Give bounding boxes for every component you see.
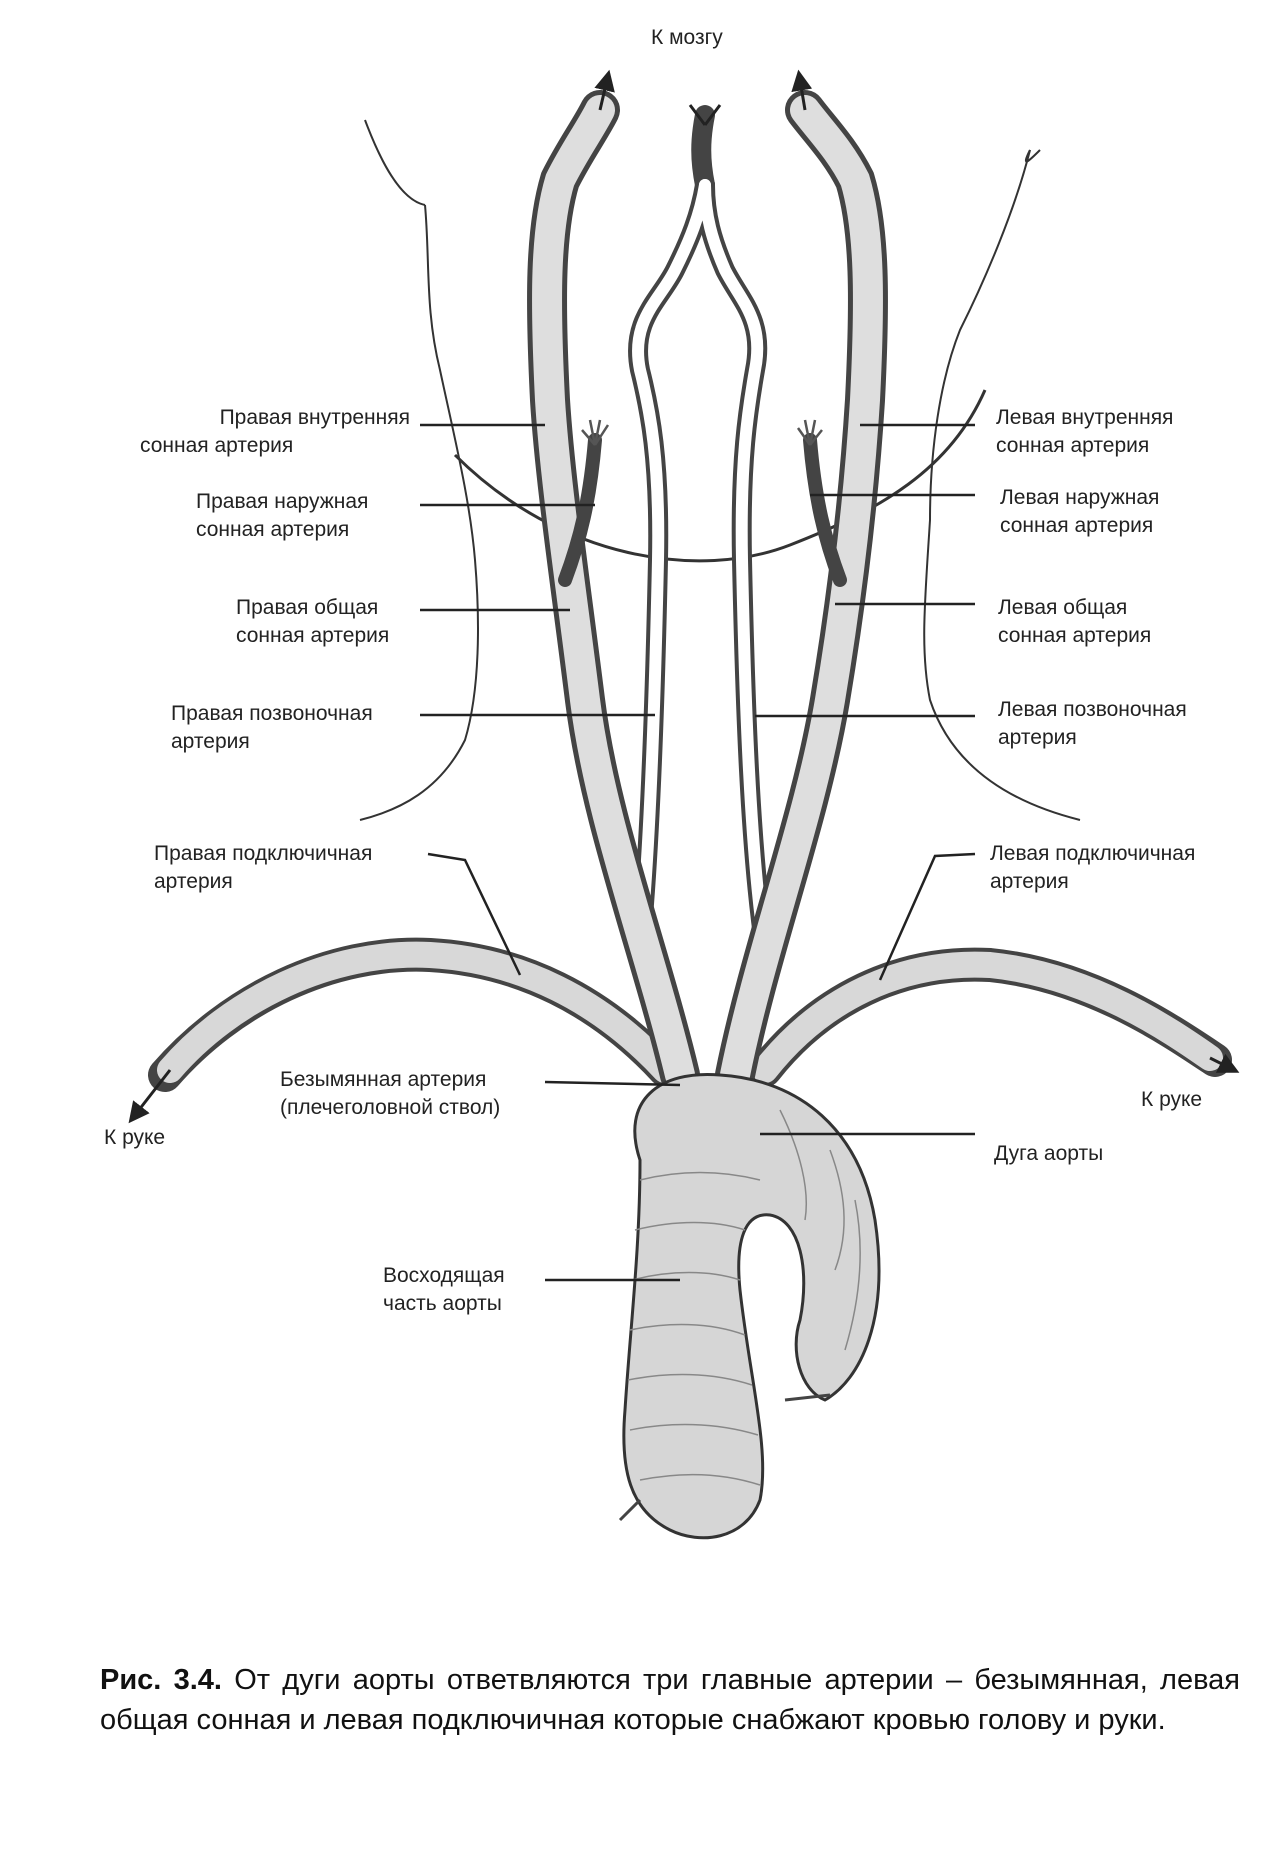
neck-outline xyxy=(359,119,1081,821)
external-carotids xyxy=(558,433,847,587)
label-to-arm-left: К руке xyxy=(104,1126,166,1149)
figure-caption: Рис. 3.4. От дуги аорты ответвляются три… xyxy=(100,1660,1240,1740)
figure-number: Рис. 3.4. xyxy=(100,1664,222,1696)
aortic-arch xyxy=(622,1072,881,1540)
leader-lines xyxy=(420,423,976,1282)
label-to-brain: К мозгу xyxy=(651,26,723,49)
carotid-arteries xyxy=(527,90,888,1095)
label-innominate: Безымянная артерия(плечеголовной ствол) xyxy=(280,1068,501,1119)
label-aortic-arch: Дуга аорты xyxy=(994,1142,1104,1165)
caption-text: От дуги аорты ответвляются три главные а… xyxy=(100,1664,1240,1736)
aorta-shading xyxy=(627,1109,861,1486)
label-to-arm-right: К руке xyxy=(1141,1088,1203,1111)
arteries-drawing xyxy=(128,69,1240,1540)
